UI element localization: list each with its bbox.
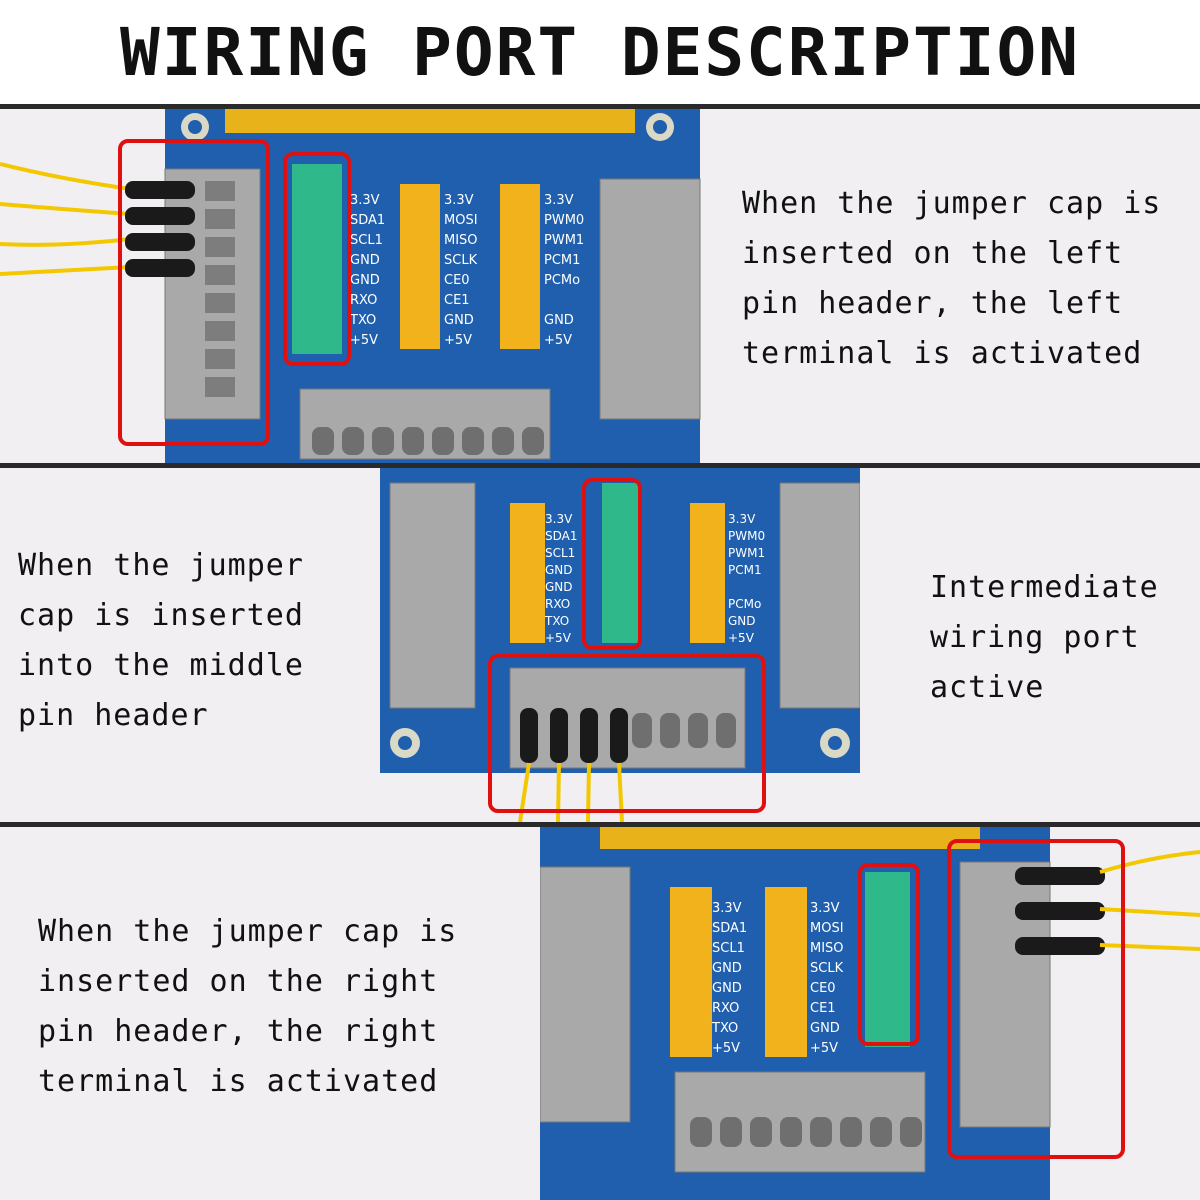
svg-text:PCM1: PCM1 xyxy=(728,563,762,577)
svg-text:3.3V: 3.3V xyxy=(544,193,574,208)
svg-text:+5V: +5V xyxy=(728,631,755,645)
svg-text:+5V: +5V xyxy=(444,333,472,348)
svg-text:3.3V: 3.3V xyxy=(350,193,380,208)
highlight-middle-terminal xyxy=(488,654,766,813)
svg-text:RXO: RXO xyxy=(712,1001,739,1016)
svg-text:GND: GND xyxy=(712,981,742,996)
divider xyxy=(0,822,1200,827)
svg-text:+5V: +5V xyxy=(350,333,378,348)
svg-text:PWM1: PWM1 xyxy=(728,546,765,560)
panel2-caption-right: Intermediate wiring port active xyxy=(930,570,1159,705)
svg-text:3.3V: 3.3V xyxy=(444,193,474,208)
svg-text:3.3V: 3.3V xyxy=(712,901,742,916)
svg-text:PCM1: PCM1 xyxy=(544,253,580,268)
svg-text:RXO: RXO xyxy=(350,293,377,308)
panel2-caption-left: When the jumper cap is inserted into the… xyxy=(18,548,304,733)
svg-text:GND: GND xyxy=(545,563,573,577)
highlight-middle-jumper xyxy=(582,478,642,650)
divider xyxy=(0,104,1200,109)
svg-text:GND: GND xyxy=(544,313,574,328)
left-jumper-caps xyxy=(292,164,342,354)
right-terminal xyxy=(779,482,860,709)
panel3-caption: When the jumper cap is inserted on the r… xyxy=(38,914,458,1099)
gpio-header xyxy=(600,827,980,849)
svg-text:+5V: +5V xyxy=(810,1041,838,1056)
right-terminal xyxy=(959,861,1051,1128)
svg-text:TXO: TXO xyxy=(544,614,569,628)
gpio-header xyxy=(225,109,635,133)
svg-text:CE1: CE1 xyxy=(810,1001,836,1016)
svg-text:3.3V: 3.3V xyxy=(810,901,840,916)
svg-text:GND: GND xyxy=(728,614,756,628)
svg-text:+5V: +5V xyxy=(712,1041,740,1056)
svg-text:MOSI: MOSI xyxy=(810,921,844,936)
svg-text:PCMo: PCMo xyxy=(728,597,761,611)
svg-text:TXO: TXO xyxy=(711,1021,738,1036)
divider xyxy=(0,463,1200,468)
svg-text:3.3V: 3.3V xyxy=(728,512,756,526)
left-jumper-caps xyxy=(510,503,545,643)
svg-text:MISO: MISO xyxy=(810,941,844,956)
svg-text:CE0: CE0 xyxy=(444,273,470,288)
svg-text:GND: GND xyxy=(810,1021,840,1036)
svg-text:+5V: +5V xyxy=(545,631,572,645)
highlight-right-jumper xyxy=(858,863,920,1046)
svg-text:SCL1: SCL1 xyxy=(350,233,383,248)
highlight-left-terminal xyxy=(118,139,270,446)
right-terminal xyxy=(599,178,701,420)
right-jumper-caps xyxy=(690,503,725,643)
svg-text:SDA1: SDA1 xyxy=(712,921,747,936)
svg-text:GND: GND xyxy=(350,253,380,268)
left-terminal xyxy=(540,866,631,1123)
right-jumper-caps xyxy=(865,872,910,1047)
middle-jumper-caps xyxy=(400,184,440,349)
right-jumper-caps xyxy=(500,184,540,349)
svg-text:CE0: CE0 xyxy=(810,981,836,996)
svg-text:GND: GND xyxy=(545,580,573,594)
middle-jumper-caps xyxy=(765,887,807,1057)
svg-text:RXO: RXO xyxy=(545,597,570,611)
svg-text:+5V: +5V xyxy=(544,333,572,348)
svg-text:SDA1: SDA1 xyxy=(545,529,578,543)
svg-text:SCL1: SCL1 xyxy=(712,941,745,956)
svg-text:MISO: MISO xyxy=(444,233,478,248)
svg-text:PWM0: PWM0 xyxy=(728,529,765,543)
panel1-caption: When the jumper cap is inserted on the l… xyxy=(742,186,1162,371)
svg-text:SCLK: SCLK xyxy=(444,253,478,268)
svg-text:PCMo: PCMo xyxy=(544,273,580,288)
highlight-right-terminal xyxy=(947,839,1125,1159)
svg-text:MOSI: MOSI xyxy=(444,213,478,228)
svg-text:PWM1: PWM1 xyxy=(544,233,584,248)
svg-text:CE1: CE1 xyxy=(444,293,470,308)
svg-text:GND: GND xyxy=(444,313,474,328)
svg-text:TXO: TXO xyxy=(349,313,376,328)
left-jumper-caps xyxy=(670,887,712,1057)
svg-text:PWM0: PWM0 xyxy=(544,213,584,228)
svg-text:SCL1: SCL1 xyxy=(545,546,575,560)
svg-text:GND: GND xyxy=(350,273,380,288)
highlight-left-jumper xyxy=(283,152,351,366)
svg-text:SDA1: SDA1 xyxy=(350,213,385,228)
left-terminal xyxy=(389,482,476,709)
middle-jumper-caps xyxy=(602,483,640,643)
page-title: WIRING PORT DESCRIPTION xyxy=(0,0,1200,104)
svg-text:SCLK: SCLK xyxy=(810,961,844,976)
svg-text:GND: GND xyxy=(712,961,742,976)
svg-text:3.3V: 3.3V xyxy=(545,512,573,526)
